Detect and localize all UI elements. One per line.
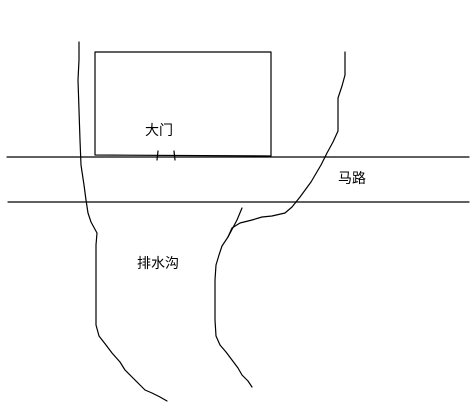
gate-label: 大门: [145, 123, 173, 139]
building-outline: [94, 51, 272, 157]
ditch-label: 排水沟: [137, 256, 179, 272]
ditch-right-hook: [227, 207, 243, 238]
gate-tick-left: [156, 150, 159, 161]
gate-tick-right: [173, 150, 176, 161]
ditch-left-edge: [77, 41, 168, 402]
road-label: 马路: [338, 171, 366, 187]
ditch-right-edge: [214, 51, 346, 388]
